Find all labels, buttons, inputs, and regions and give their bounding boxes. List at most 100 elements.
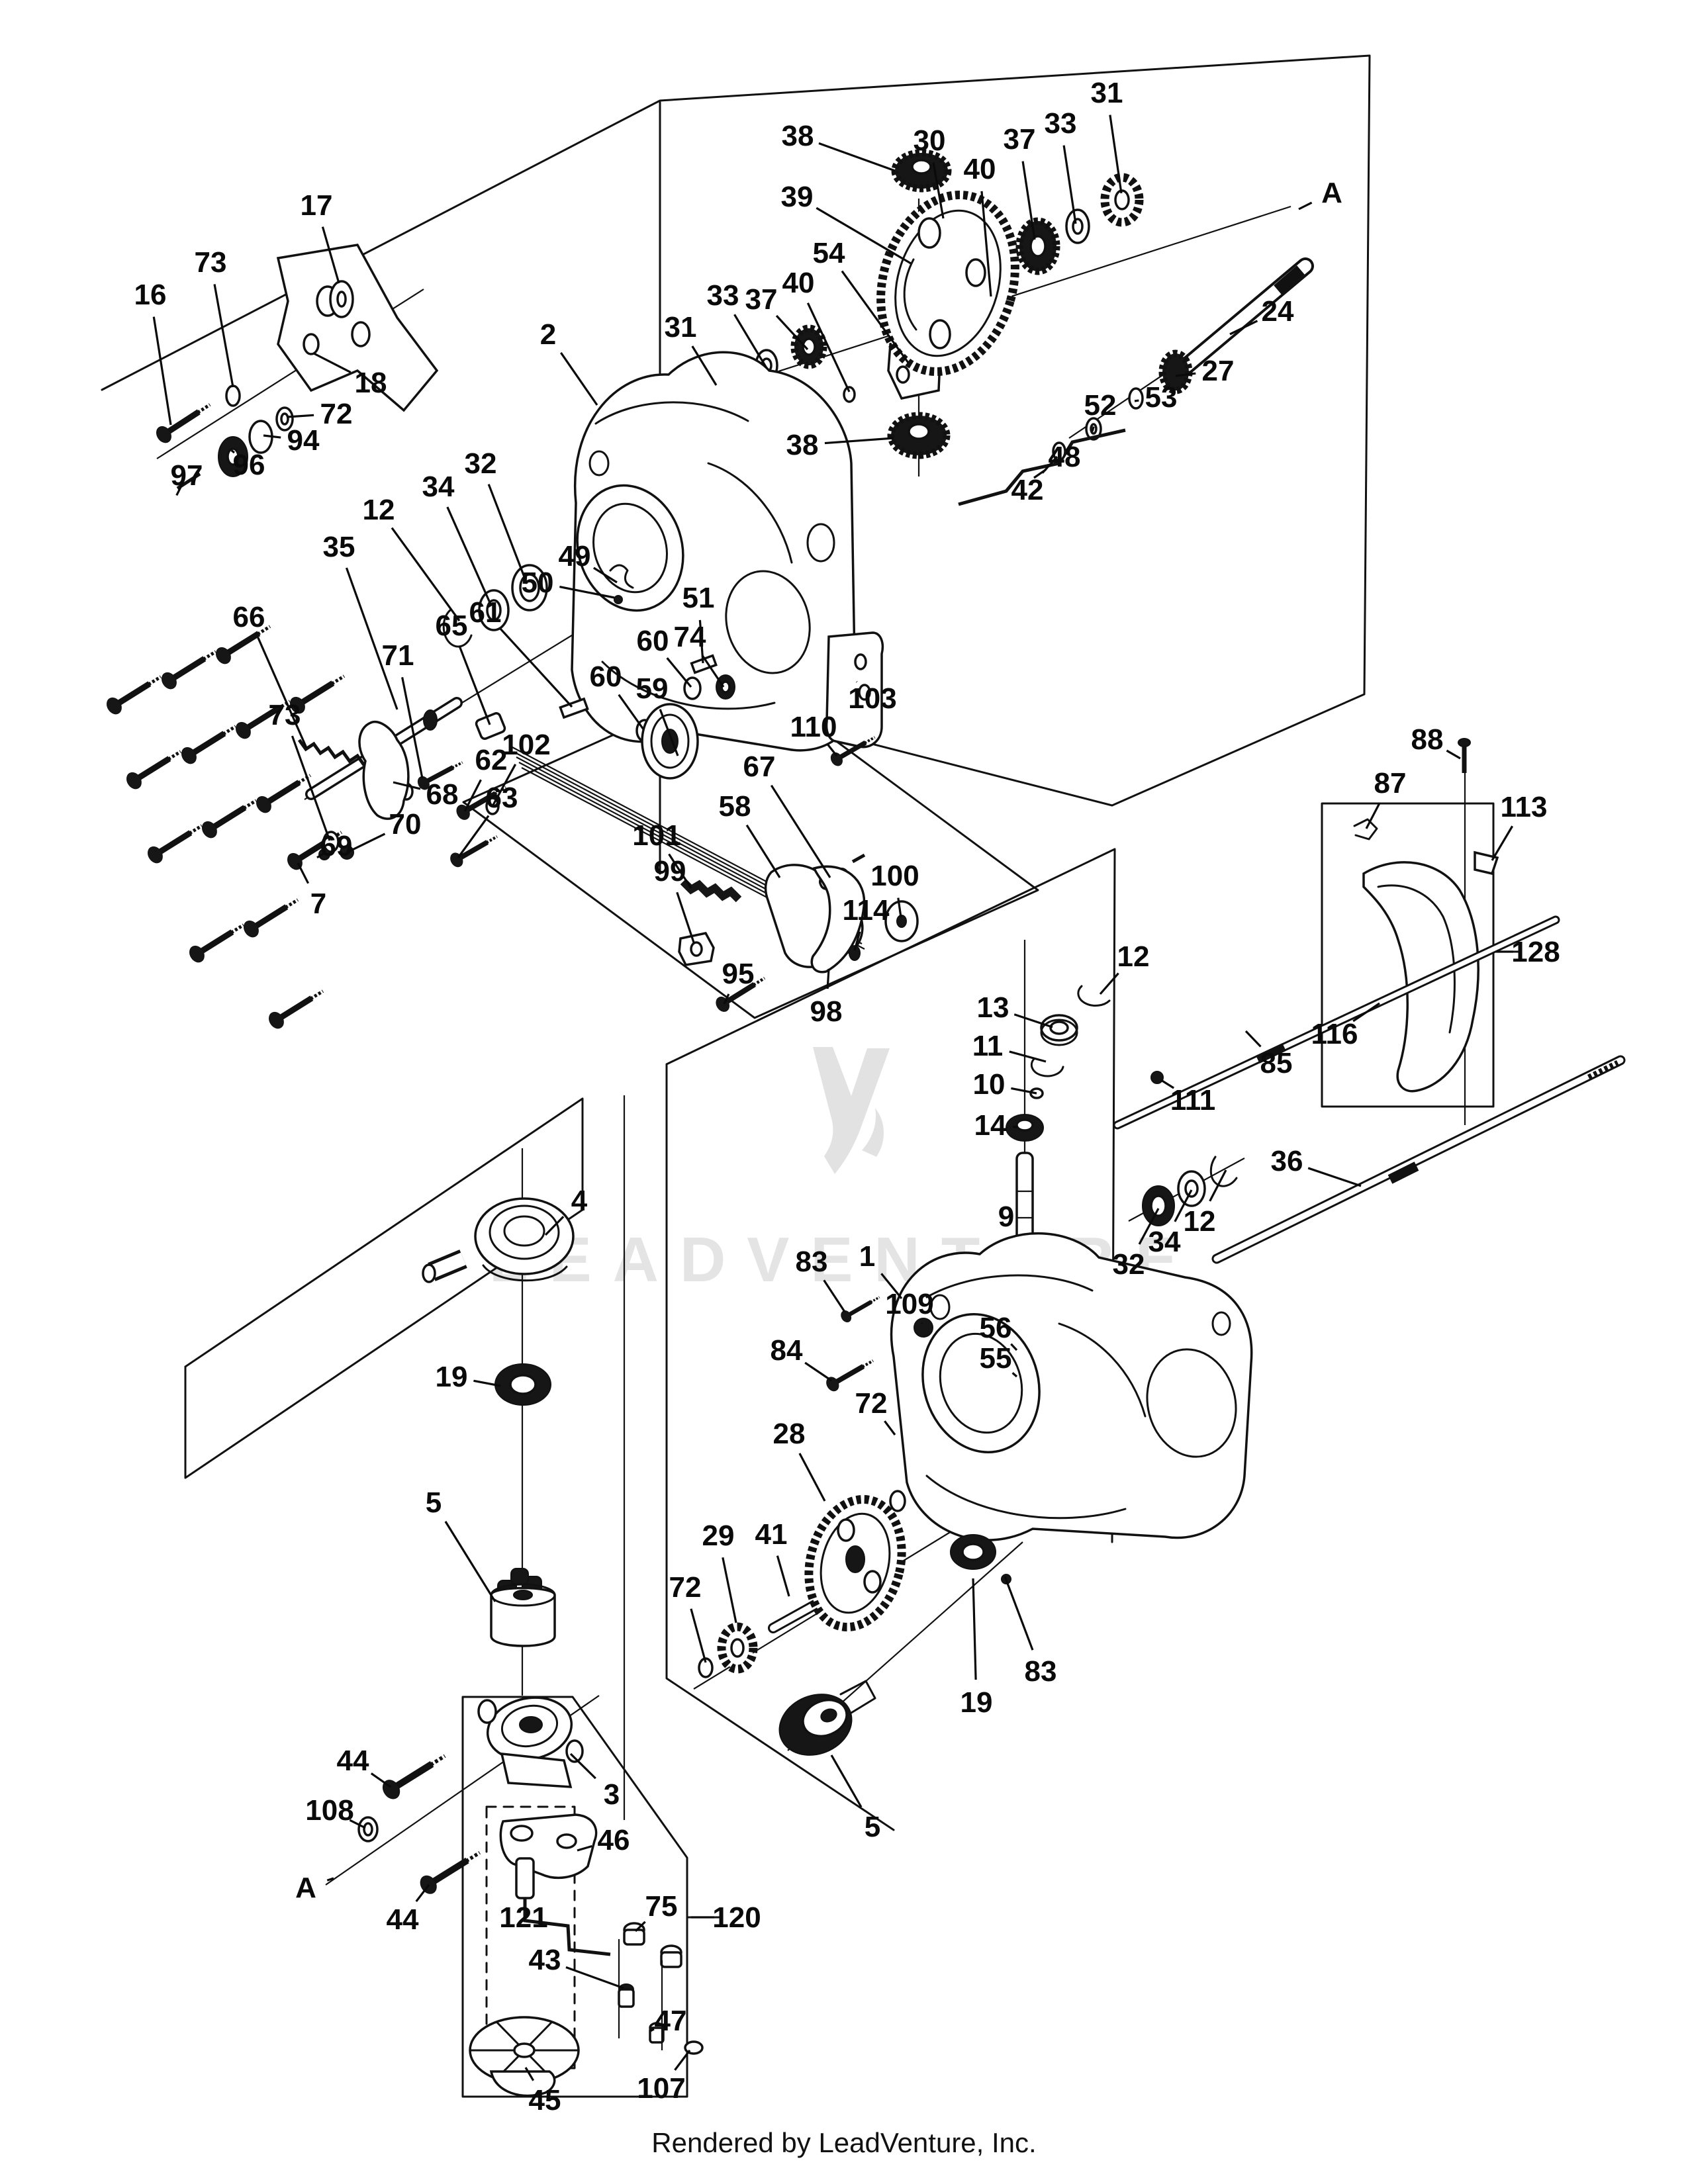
callout-leader-42-19 [1041, 455, 1058, 474]
callout-leader-95-56 [723, 993, 730, 1005]
callout-label-97-28: 97 [171, 459, 203, 492]
callout-label-3-100: 3 [604, 1778, 620, 1811]
axle-36-group [1142, 1055, 1626, 1264]
callout-leader-62-46 [463, 779, 482, 812]
callout-label-83-91: 83 [1025, 1655, 1057, 1688]
bolt-83a [839, 1292, 882, 1324]
callout-leader-75-103 [634, 1921, 646, 1933]
callout-leader-63-47 [457, 815, 490, 858]
callout-leader-60-36 [666, 657, 692, 688]
callout-leader-88-62 [1446, 749, 1461, 760]
callout-label-71-40: 71 [382, 639, 414, 672]
callout-label-2-13: 2 [540, 318, 556, 351]
callout-label-110-54: 110 [790, 711, 837, 743]
callout-label-73-44: 73 [269, 699, 301, 731]
axle-36-thread [1587, 1060, 1620, 1081]
callout-leader-65-39 [458, 646, 491, 725]
callout-leader-A-98 [326, 1877, 334, 1882]
lower-gear-train [698, 1490, 906, 1678]
callout-label-29-87: 29 [702, 1520, 735, 1552]
callout-leader-66-41 [257, 637, 308, 749]
callout-leader-32-79 [1138, 1208, 1160, 1245]
callout-leader-107-107 [674, 2050, 691, 2071]
callout-label-30-1: 30 [914, 124, 946, 157]
callout-leader-85-67 [1244, 1030, 1262, 1048]
callout-label-85-67: 85 [1260, 1047, 1293, 1079]
ring-53 [1128, 387, 1144, 410]
callout-leader-102-45 [491, 764, 517, 807]
callout-label-58-53: 58 [719, 790, 751, 823]
callout-label-69-50: 69 [320, 830, 353, 862]
callout-leader-13-70 [1013, 1013, 1053, 1028]
snap-ring-12 [442, 609, 473, 648]
callout-label-17-21: 17 [301, 189, 333, 222]
callout-leader-100-61 [897, 897, 902, 918]
callout-leader-28-85 [798, 1453, 826, 1502]
callout-leader-12-69 [1099, 972, 1119, 995]
callout-label-40-9: 40 [782, 267, 815, 299]
nut-109 [914, 1318, 933, 1338]
callout-label-44-96: 44 [337, 1745, 369, 1777]
spring-101 [680, 878, 742, 903]
callout-label-121-102: 121 [499, 1901, 547, 1934]
callout-leader-116-66 [1352, 1002, 1380, 1023]
callout-leader-3-100 [569, 1752, 596, 1780]
callout-label-114-60: 114 [843, 894, 890, 927]
callout-label-50-34: 50 [522, 567, 554, 599]
callout-label-109-77: 109 [885, 1288, 933, 1320]
pump-4 [422, 1197, 575, 1283]
callout-label-33-10: 33 [707, 279, 739, 312]
callout-label-31-12: 31 [665, 311, 697, 343]
callout-label-102-45: 102 [502, 729, 550, 761]
callout-label-A-6: A [1321, 177, 1342, 209]
callout-leader-41-88 [776, 1555, 790, 1597]
callout-label-67-52: 67 [743, 751, 776, 783]
callout-leader-19-94 [473, 1379, 501, 1387]
callout-leader-71-40 [401, 677, 424, 779]
callout-leader-69-50 [316, 852, 325, 859]
callout-leader-11-71 [1009, 1050, 1047, 1063]
callout-leader-111-68 [1160, 1079, 1175, 1089]
callout-leader-110-54 [826, 743, 838, 756]
callout-label-38-0: 38 [782, 120, 814, 152]
callout-label-47-106: 47 [655, 2005, 687, 2037]
callout-leader-4-93 [544, 1216, 565, 1236]
callout-leader-5-95 [444, 1521, 496, 1602]
key-61 [559, 697, 589, 719]
callout-label-42-19: 42 [1011, 474, 1044, 506]
callout-label-83-83: 83 [796, 1246, 828, 1278]
callout-label-88-62: 88 [1411, 723, 1444, 756]
callout-leader-10-72 [1011, 1087, 1037, 1095]
pump-4-port [422, 1250, 467, 1283]
clutch-cup-5a [490, 1568, 556, 1647]
callout-label-A-98: A [295, 1872, 316, 1904]
callout-label-12-81: 12 [1184, 1205, 1216, 1238]
callout-label-7-51: 7 [310, 887, 326, 920]
flame-tip [862, 1108, 884, 1157]
callout-leader-19-90 [972, 1578, 977, 1680]
callout-label-59-43: 59 [636, 672, 669, 705]
callout-label-61-38: 61 [469, 596, 502, 629]
callout-label-45-108: 45 [529, 2084, 561, 2116]
pin-50 [614, 595, 623, 604]
flame-v-icon [813, 1047, 890, 1174]
callout-leader-34-30 [446, 506, 492, 606]
peg-75b [660, 1944, 682, 1968]
callout-label-34-30: 34 [422, 471, 455, 503]
brake-link-cluster [678, 865, 919, 1014]
callout-leader-72-25 [287, 414, 314, 418]
callout-leader-113-64 [1491, 825, 1514, 861]
callout-label-101-58: 101 [632, 819, 680, 852]
callout-label-38-20: 38 [786, 429, 819, 461]
callout-leader-98-59 [826, 968, 830, 989]
callout-leader-72-89 [690, 1608, 707, 1663]
callout-label-13-70: 13 [977, 991, 1009, 1024]
shaft-24-group [958, 257, 1314, 506]
callout-label-33-4: 33 [1045, 107, 1077, 140]
upper-gear-train [696, 149, 1144, 459]
shaft-85-group [1113, 915, 1560, 1130]
callout-label-32-31: 32 [465, 447, 497, 480]
